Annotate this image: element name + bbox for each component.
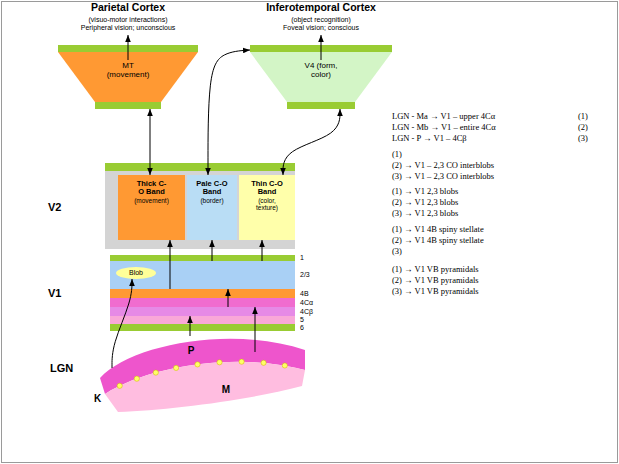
- pathway-note: LGN - Mb → V1 – entire 4Cα: [392, 123, 496, 132]
- k-dot: [282, 363, 287, 368]
- band-note: (border): [189, 197, 235, 204]
- lgn-layer-outline: [105, 362, 305, 412]
- k-dot: [174, 365, 179, 370]
- layer-letter: K: [94, 393, 104, 404]
- pathway-note: (1) → V1 VB pyramidals: [392, 265, 479, 274]
- cytochrome-band: Thick C-O Band(movement): [118, 175, 185, 240]
- pathway-arrow: [228, 289, 229, 307]
- cortex-area-outline: [95, 102, 161, 109]
- layer-label: 4Cα: [300, 299, 330, 307]
- pathway-note: (2) → V1 VB pyramidals: [392, 276, 479, 285]
- pathway-note: LGN - P → V1 – 4Cβ: [392, 134, 467, 143]
- output-arrow: [128, 35, 129, 60]
- lgn-layer-outline: [134, 376, 139, 381]
- cortex-area-outline: [58, 52, 198, 102]
- pathway-note: (1) → V1 4B spiny stellate: [392, 225, 484, 234]
- pathway-note: (3): [392, 247, 402, 256]
- k-dot: [239, 359, 244, 364]
- koniocellular-dots: [153, 359, 287, 375]
- cortex-area: Parietal Cortex(visuo-motor interactions…: [58, 45, 198, 109]
- band-name: Thin C-O Band: [250, 180, 284, 197]
- layer-label: 5: [300, 316, 330, 324]
- v1-region: V112/3Blob4B4Cα4Cβ56: [110, 255, 295, 331]
- cortical-layer: 2/3Blob: [110, 261, 295, 289]
- area-note: (visuo-motor interactions): [38, 16, 218, 24]
- layer-label: 4B: [300, 290, 330, 298]
- pathway-number: (1): [578, 112, 588, 121]
- region-label: LGN: [50, 362, 90, 374]
- k-dot: [217, 360, 222, 365]
- blob-outline: [116, 267, 156, 279]
- pathway-note: (1) → V1 2,3 blobs: [392, 187, 458, 196]
- layer-label: 2/3: [300, 271, 330, 279]
- pathway-note: (3) → V1 2,3 blobs: [392, 209, 458, 218]
- k-dot: [195, 362, 200, 367]
- cortical-layer: 4Cβ: [110, 307, 295, 316]
- pathway-note: (2) → V1 – 2,3 CO interblobs: [392, 161, 494, 170]
- pathway-arrow: [208, 50, 250, 175]
- region-label: V1: [48, 287, 78, 299]
- cortical-layer: 5: [110, 316, 295, 324]
- area-note: (object recognition): [230, 16, 412, 24]
- output-arrow: [321, 35, 322, 60]
- layer-letter: P: [185, 345, 197, 356]
- lgn-layer: M: [104, 352, 306, 413]
- cortex-area-outline: [58, 45, 198, 52]
- cortex-area-outline: [250, 52, 392, 102]
- cytochrome-band: Thin C-O Band(color, texture): [239, 175, 295, 240]
- band-name: Thick C-O Band: [135, 180, 169, 197]
- area-note: Peripheral vision; unconscious: [38, 24, 218, 32]
- pathway-note: (1): [392, 150, 402, 159]
- v2-top-strip: [105, 163, 295, 171]
- pathway-note: (3) → V1 VB pyramidals: [392, 287, 479, 296]
- pathway-arrow: [262, 240, 263, 261]
- pathway-arrow: [112, 279, 132, 368]
- pathway-note: (2) → V1 2,3 blobs: [392, 198, 458, 207]
- area-heading: Inferotemporal Cortex: [230, 2, 412, 14]
- blob-label: Blob: [116, 269, 156, 277]
- pathway-note: LGN - Ma → V1 – upper 4Cα: [392, 112, 495, 121]
- k-dot: [261, 360, 266, 365]
- region-label: V2: [48, 201, 78, 213]
- area-name: V4 (form, color): [294, 62, 348, 80]
- layer-label: 4Cβ: [300, 308, 330, 316]
- cortex-area: Inferotemporal Cortex(object recognition…: [250, 45, 392, 109]
- band-note: (movement): [121, 197, 183, 204]
- area-note: Foveal vision; conscious: [230, 24, 412, 32]
- pathway-arrow: [150, 109, 151, 175]
- area-heading: Parietal Cortex: [38, 2, 218, 14]
- cortex-area-outline: [287, 102, 355, 109]
- area-name: MT (movement): [103, 62, 153, 80]
- cytochrome-band: Pale C-O Band(border): [187, 175, 237, 240]
- pathway-note: (2) → V1 4B spiny stellate: [392, 236, 484, 245]
- layer-label: 1: [300, 254, 330, 262]
- band-note: (color, texture): [247, 197, 287, 211]
- lgn-layer-outline: [117, 383, 122, 388]
- lgn-nucleus: LGNPMK: [95, 334, 307, 414]
- v2-region: V2Thick C-O Band(movement)Pale C-O Band(…: [105, 163, 295, 249]
- lgn-layer-shape: [104, 352, 306, 413]
- pathway-number: (2): [578, 123, 588, 132]
- cortical-layer: 6: [110, 324, 295, 331]
- cortical-layer: 4Cα: [110, 298, 295, 307]
- pathway-note: (3) → V1 – 2,3 CO interblobs: [392, 172, 494, 181]
- cortex-area-outline: [250, 45, 392, 52]
- blob: Blob: [116, 267, 156, 279]
- k-dot: [153, 370, 158, 375]
- layer-label: 6: [300, 324, 330, 332]
- band-name: Pale C-O Band: [195, 180, 229, 197]
- lgn-layer: K: [92, 368, 140, 410]
- pathway-arrow: [170, 240, 171, 289]
- pathway-arrow: [212, 240, 213, 261]
- pathway-arrow: [190, 316, 191, 336]
- pathway-arrow: [283, 109, 340, 175]
- layer-letter: M: [219, 384, 233, 395]
- pathway-arrow: [255, 307, 256, 352]
- cortical-layer: 4B: [110, 289, 295, 298]
- pathway-number: (3): [578, 134, 588, 143]
